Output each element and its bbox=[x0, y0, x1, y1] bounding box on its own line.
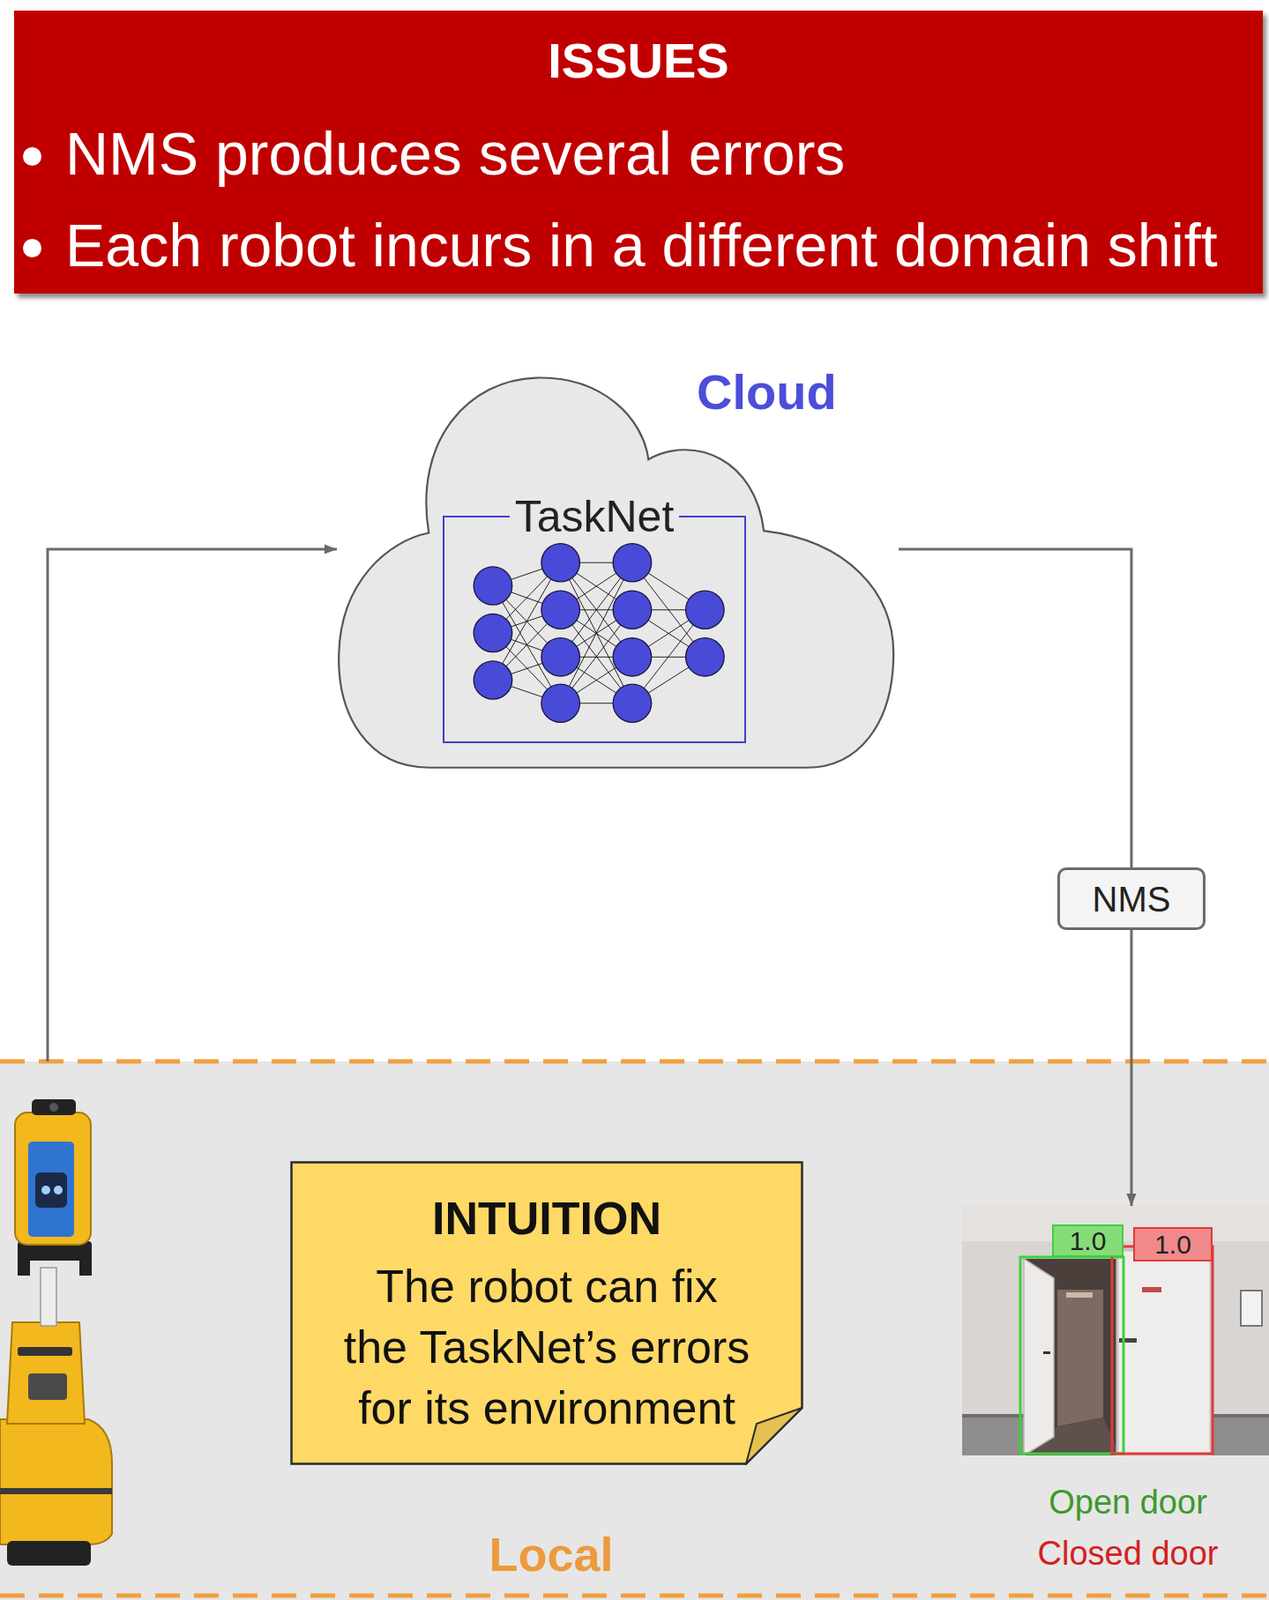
issues-banner: ISSUES NMS produces several errorsEach ro… bbox=[14, 10, 1263, 294]
robot-illustration-part bbox=[17, 1347, 73, 1357]
bullet-list: NMS produces several errorsEach robot in… bbox=[14, 107, 1263, 292]
note-content: INTUITIONThe robot can fix the TaskNet’s… bbox=[290, 1161, 804, 1466]
label-holder: Cloud bbox=[696, 364, 837, 421]
door-photo-part bbox=[1020, 1257, 1124, 1455]
network-link bbox=[560, 562, 633, 703]
robot-illustration-part bbox=[28, 1142, 75, 1238]
network-box: TaskNet bbox=[442, 515, 747, 744]
legend-text: Closed door bbox=[1037, 1535, 1219, 1573]
robot-illustration-part bbox=[31, 1099, 76, 1116]
camera-image: 1.0 1.0 bbox=[962, 1206, 1269, 1456]
network-illustration bbox=[444, 517, 745, 742]
robot-illustration-part bbox=[28, 1373, 68, 1401]
robot-illustration-part bbox=[7, 1322, 85, 1425]
network-neuron bbox=[686, 590, 725, 629]
network-neuron bbox=[541, 638, 581, 677]
network-neuron bbox=[612, 544, 652, 583]
legend-item: Open door bbox=[1048, 1483, 1208, 1524]
robot-illustration-part bbox=[0, 1419, 112, 1546]
cloud-shape bbox=[338, 377, 894, 768]
robot-illustration-part bbox=[41, 1186, 51, 1195]
box-title: TaskNet bbox=[509, 492, 680, 542]
robot-illustration-part bbox=[35, 1172, 68, 1209]
door-photo-part bbox=[1023, 1259, 1054, 1456]
dashed-boundary bbox=[0, 1059, 1269, 1065]
connector-arrow bbox=[47, 549, 337, 1062]
note-shape bbox=[291, 1163, 803, 1465]
robot-illustration-part bbox=[40, 1268, 57, 1327]
local-ground bbox=[0, 1061, 1269, 1600]
door-photo-part bbox=[962, 1206, 1269, 1456]
score-tag: 1.0 bbox=[1133, 1227, 1213, 1262]
door-photo-part bbox=[1117, 1250, 1211, 1456]
network-neuron bbox=[541, 544, 581, 583]
robot-illustration-part bbox=[0, 1488, 112, 1495]
legend-text: Open door bbox=[1048, 1484, 1208, 1522]
label-holder: Local bbox=[488, 1527, 613, 1583]
network-neuron bbox=[473, 567, 513, 605]
door-photo-part bbox=[1066, 1292, 1093, 1299]
box-label: NMS bbox=[1092, 879, 1172, 920]
bullet-item: NMS produces several errors bbox=[65, 107, 1263, 200]
score-value: 1.0 bbox=[1069, 1228, 1107, 1255]
door-photo-part bbox=[1142, 1287, 1162, 1293]
door-photo-part bbox=[1119, 1338, 1137, 1344]
legend-item: Closed door bbox=[1037, 1534, 1219, 1576]
door-photo-part bbox=[1023, 1259, 1121, 1456]
network-neuron bbox=[541, 684, 581, 723]
note-title: INTUITION bbox=[307, 1188, 786, 1250]
cloud-region: CloudTaskNet bbox=[336, 361, 899, 778]
process-box: NMS bbox=[1057, 867, 1206, 931]
connector-arrow bbox=[1130, 930, 1134, 1207]
note-box: INTUITIONThe robot can fix the TaskNet’s… bbox=[290, 1161, 804, 1466]
network-neuron bbox=[541, 590, 581, 629]
connector-group bbox=[47, 549, 1132, 1207]
bullet-item: Each robot incurs in a different domain … bbox=[65, 199, 1263, 292]
network-neuron bbox=[612, 590, 652, 629]
door-photo-part bbox=[1112, 1246, 1213, 1455]
network-link bbox=[560, 562, 633, 703]
banner-heading: ISSUES bbox=[14, 29, 1263, 93]
region-title: Local bbox=[488, 1528, 613, 1582]
network-neuron bbox=[473, 661, 513, 700]
dashed-boundary bbox=[0, 1594, 1269, 1599]
robot-illustration-part bbox=[53, 1186, 63, 1195]
region-title: Cloud bbox=[696, 364, 837, 420]
note-body: The robot can fix the TaskNet’s errors f… bbox=[339, 1256, 755, 1440]
network-neuron bbox=[612, 638, 652, 677]
network-neuron bbox=[473, 613, 513, 652]
robot-illustration-part bbox=[14, 1112, 91, 1246]
note-fold bbox=[746, 1408, 803, 1465]
door-photo-part bbox=[1057, 1290, 1104, 1427]
network-neuron bbox=[612, 684, 652, 723]
door-photo-part bbox=[1043, 1351, 1051, 1355]
robot-illustration-part bbox=[79, 1256, 92, 1277]
score-tag: 1.0 bbox=[1052, 1224, 1124, 1258]
network-neuron bbox=[686, 638, 725, 677]
door-photo-part bbox=[1240, 1291, 1262, 1327]
label-holder: TaskNet bbox=[444, 492, 745, 542]
connector-arrow bbox=[898, 549, 1132, 868]
robot-illustration-part bbox=[17, 1256, 30, 1277]
score-value: 1.0 bbox=[1154, 1231, 1192, 1259]
robot-illustration-part bbox=[49, 1103, 59, 1113]
robot-illustration bbox=[0, 1099, 112, 1567]
robot-illustration-part bbox=[7, 1541, 91, 1567]
door-photo-part bbox=[1117, 1250, 1211, 1456]
